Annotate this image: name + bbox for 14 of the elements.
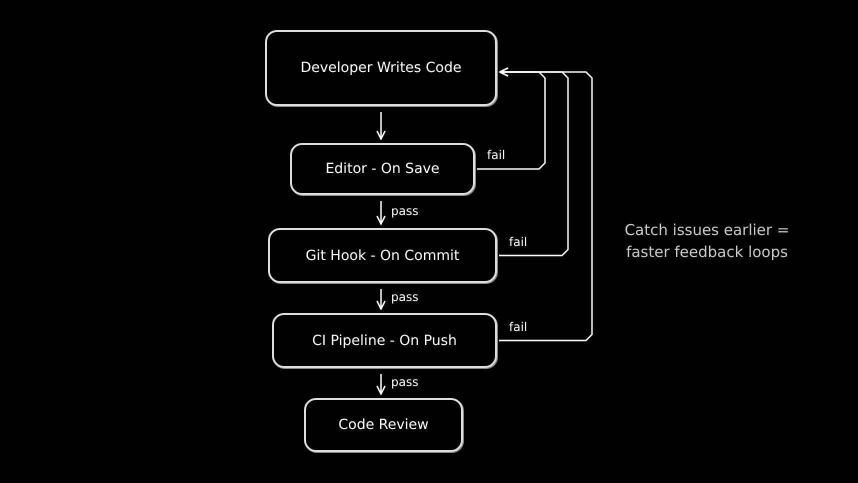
edge-label: fail bbox=[507, 234, 530, 248]
arrow bbox=[499, 67, 593, 342]
process-box: Editor - On Save bbox=[290, 143, 475, 195]
process-box: Code Review bbox=[304, 398, 463, 452]
process-box: CI Pipeline - On Push bbox=[272, 313, 497, 368]
edge-label: fail bbox=[485, 148, 508, 162]
note-text: Catch issues earlier = faster feedback loops bbox=[624, 220, 790, 263]
arrow bbox=[376, 289, 386, 310]
arrow bbox=[376, 201, 386, 225]
arrow bbox=[376, 374, 386, 395]
arrow bbox=[376, 112, 386, 140]
process-box: Developer Writes Code bbox=[265, 30, 497, 106]
edge-label: fail bbox=[507, 320, 530, 334]
process-box: Git Hook - On Commit bbox=[268, 228, 497, 283]
